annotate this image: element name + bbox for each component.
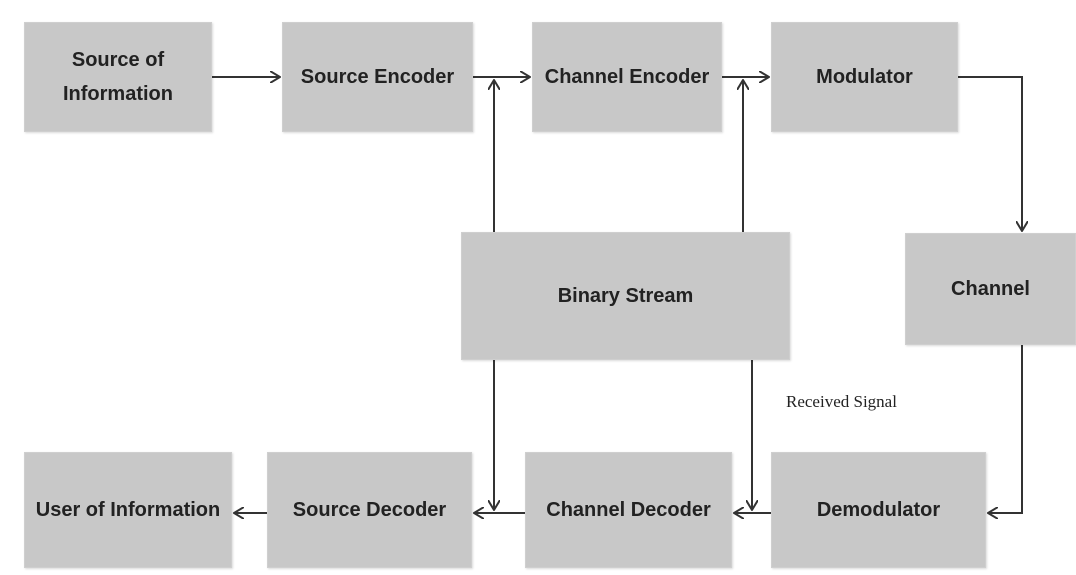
source-encoder-block: Source Encoder	[282, 22, 473, 132]
arrow-modulator-to-channel	[958, 76, 1022, 231]
channel-block: Channel	[905, 233, 1076, 345]
source-of-information-block: Source of Information	[24, 22, 212, 132]
channel-label: Channel	[951, 278, 1030, 300]
user-of-information-block: User of Information	[24, 452, 232, 568]
received-signal-annotation: Received Signal	[786, 392, 897, 411]
source-decoder-block: Source Decoder	[267, 452, 472, 568]
binary-stream-block: Binary Stream	[461, 232, 790, 360]
channel-encoder-label: Channel Encoder	[544, 66, 710, 88]
channel-decoder-block: Channel Decoder	[525, 452, 732, 568]
binary-stream-label: Binary Stream	[557, 285, 694, 307]
demodulator-block: Demodulator	[771, 452, 986, 568]
source-of-information-label: Source of Information	[63, 49, 173, 105]
source-decoder-label: Source Decoder	[292, 499, 447, 521]
channel-encoder-block: Channel Encoder	[532, 22, 722, 132]
user-of-information-label: User of Information	[35, 499, 221, 521]
modulator-block: Modulator	[771, 22, 958, 132]
modulator-label: Modulator	[816, 66, 913, 88]
arrow-channel-to-demodulator	[988, 345, 1023, 513]
channel-decoder-label: Channel Decoder	[546, 499, 711, 521]
source-encoder-label: Source Encoder	[300, 66, 455, 88]
demodulator-label: Demodulator	[816, 499, 941, 521]
